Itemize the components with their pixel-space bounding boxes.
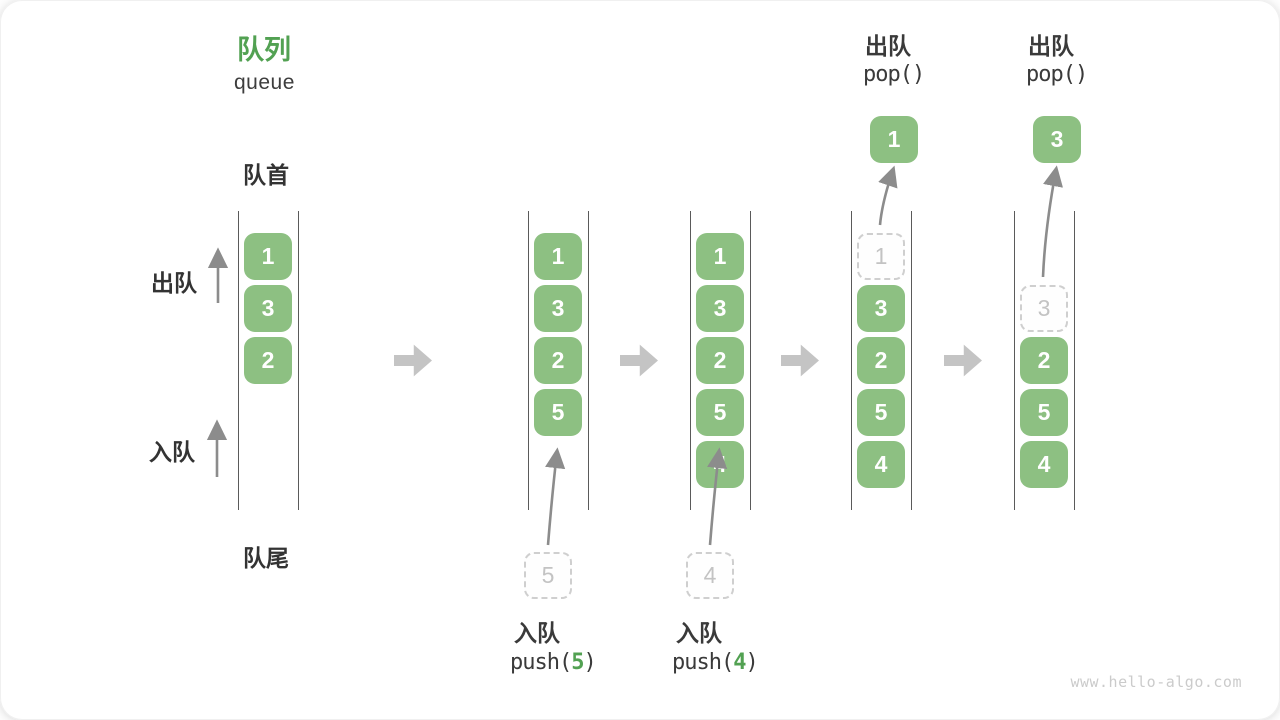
operation-code-arg: 4 [733,650,746,675]
queue-channel [689,211,751,510]
operation-label: 出队 [1028,33,1074,59]
popped-item: 1 [870,116,918,163]
queue-item: 5 [1020,389,1068,436]
queue-item: 1 [534,233,582,280]
dequeue-direction-label: 出队 [151,270,197,296]
queue-item: 2 [1020,337,1068,384]
page-subtitle: queue [234,71,295,94]
operation-code: pop() [863,62,925,87]
queue-item: 5 [857,389,905,436]
queue-item: 2 [857,337,905,384]
queue-item: 2 [534,337,582,384]
operation-code: pop() [1026,62,1088,87]
queue-item: 3 [244,285,292,332]
queue-item: 4 [857,441,905,488]
queue-item: 3 [696,285,744,332]
operation-code-after: ) [583,650,596,675]
queue-item: 2 [244,337,292,384]
operation-code: push(4) [672,650,759,675]
operation-code-after: ) [745,650,758,675]
operation-label: 入队 [676,620,722,646]
stage-transition-arrow [620,344,658,377]
pending-item: 4 [686,552,734,599]
page-title: 队列 [237,35,291,65]
queue-item: 1 [244,233,292,280]
operation-code-before: pop() [1026,62,1088,87]
queue-item: 1 [696,233,744,280]
queue-channel [850,211,912,510]
operation-code-before: push( [672,650,734,675]
operation-code-before: push( [510,650,572,675]
operation-code-before: pop() [863,62,925,87]
queue-item: 4 [1020,441,1068,488]
operation-label: 入队 [514,620,560,646]
operation-code-arg: 5 [571,650,584,675]
queue-channel [527,211,589,510]
queue-item: 2 [696,337,744,384]
stage-transition-arrow [944,344,982,377]
queue-item: 4 [696,441,744,488]
queue-item: 3 [857,285,905,332]
queue-item: 3 [534,285,582,332]
queue-item-dashed: 3 [1020,285,1068,332]
enqueue-direction-label: 入队 [149,439,195,465]
queue-rear-label: 队尾 [243,545,289,571]
operation-code: push(5) [510,650,597,675]
queue-item: 5 [534,389,582,436]
queue-channel [1013,211,1075,510]
queue-front-label: 队首 [243,162,289,188]
queue-item: 5 [696,389,744,436]
site-watermark: www.hello-algo.com [1070,673,1242,691]
stage-transition-arrow [781,344,819,377]
pending-item: 5 [524,552,572,599]
stage-transition-arrow [394,344,432,377]
queue-item-dashed: 1 [857,233,905,280]
popped-item: 3 [1033,116,1081,163]
operation-label: 出队 [865,33,911,59]
queue-channel [237,211,299,510]
